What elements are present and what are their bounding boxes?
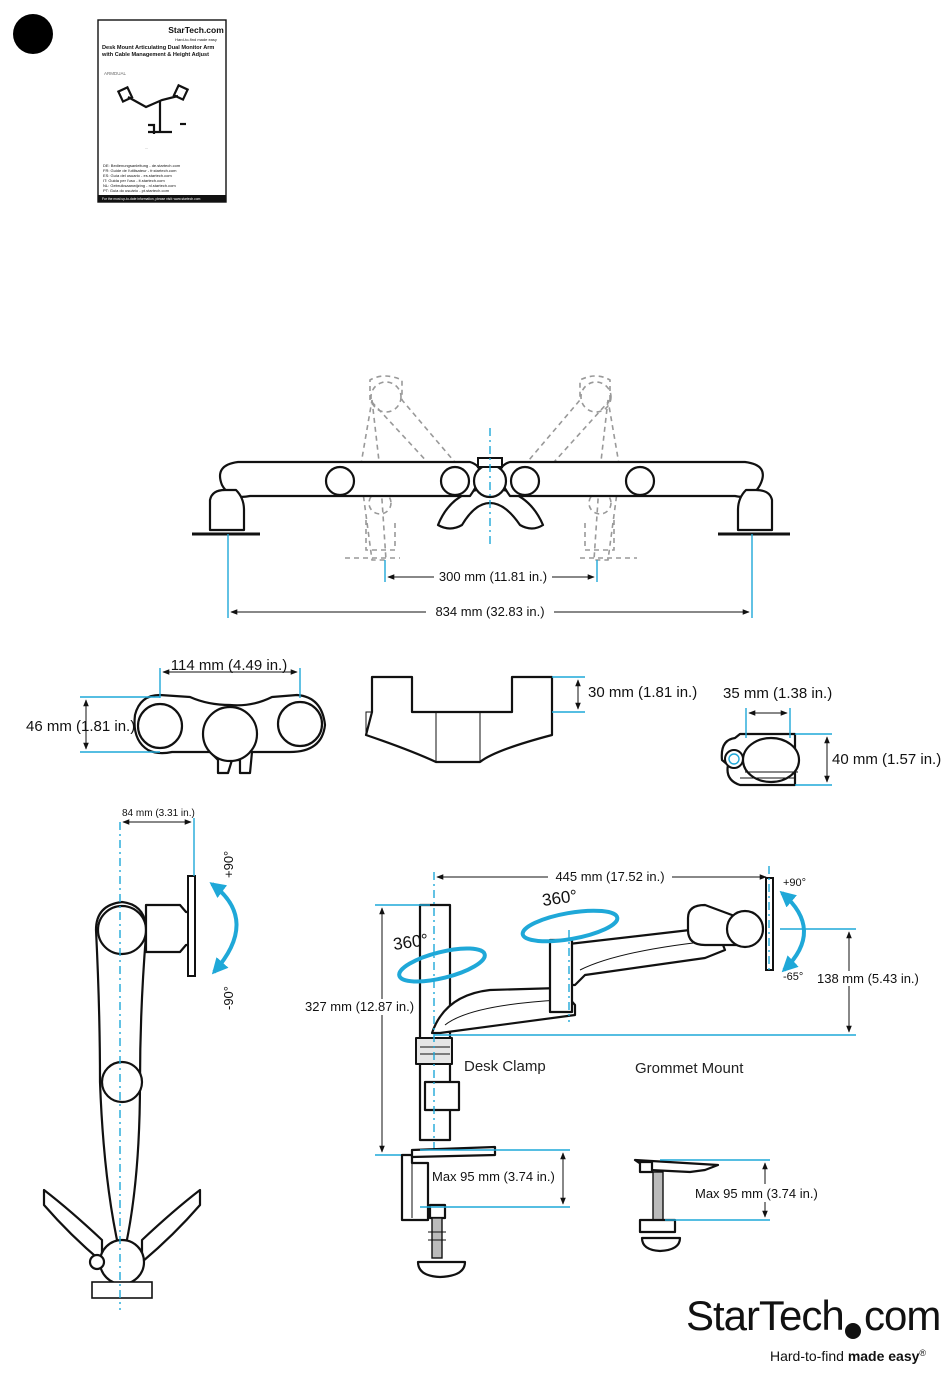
svg-text:PT: Guia do usuário - pt.start: PT: Guia do usuário - pt.startech.com (103, 188, 170, 193)
left-arm-inner-joint (439, 465, 471, 497)
arm-swivel-label: 360° (541, 886, 578, 910)
pole-height-label: 327 mm (12.87 in.) (305, 999, 414, 1014)
right-arm-joint (624, 465, 656, 497)
right-arm-inner-joint (509, 465, 541, 497)
left-arm-joint (324, 465, 356, 497)
arm-reach-label: 445 mm (17.52 in.) (555, 869, 664, 884)
left-vesa-head (208, 488, 246, 532)
ghost-arm-left (345, 375, 472, 561)
tilt-offset-label: 84 mm (3.31 in.) (122, 808, 195, 819)
hub-width-label: 114 mm (4.49 in.) (171, 657, 287, 674)
svg-text:IT: Guida per l'uso - it.start: IT: Guida per l'uso - it.startech.com (103, 178, 165, 183)
arm-side-view: 445 mm (17.52 in.) 327 mm (12.87 in.) 13… (302, 866, 942, 1160)
logo-dot (845, 1323, 861, 1339)
startech-logo: StarTech com Hard-to-find made easy® (686, 1292, 941, 1364)
head-down-label: -65° (783, 971, 803, 983)
svg-text:FR: Guide de l'utilisateur - f: FR: Guide de l'utilisateur - fr.startech… (103, 168, 177, 173)
arm-swivel-ring (520, 908, 620, 944)
cover-language-list: DE: Bedienungsanleitung - de.startech.co… (103, 163, 181, 193)
hub-height-label: 46 mm (1.81 in.) (26, 718, 135, 735)
svg-text:DE: Bedienungsanleitung - de.s: DE: Bedienungsanleitung - de.startech.co… (103, 163, 181, 168)
pole-swivel-label: 360° (392, 930, 429, 954)
cover-footer: For the most up-to-date information, ple… (102, 197, 201, 201)
cover-brand: StarTech.com (168, 25, 224, 35)
logo-brand-a: StarTech (686, 1292, 844, 1339)
head-detail: 35 mm (1.38 in.) 40 mm (1.57 in.) (720, 685, 941, 787)
desk-clamp: Max 95 mm (3.74 in.) (400, 1145, 570, 1279)
right-vesa-head (736, 488, 774, 532)
head-width-label: 35 mm (1.38 in.) (723, 685, 832, 702)
lower-arm (430, 986, 577, 1035)
dual-arm-top-view: 300 mm (11.81 in.) 834 mm (32.83 in.) (192, 375, 790, 619)
cover-tagline: Hard-to-find made easy (175, 37, 217, 42)
tilt-down-label: -90° (221, 986, 236, 1010)
cover-model: ARMDUAL (104, 71, 127, 76)
ghost-arm-right (510, 375, 637, 561)
desk-clamp-caption: Desk Clamp (464, 1058, 546, 1075)
clamp-top-detail: 30 mm (1.81 in.) (364, 675, 697, 764)
tilt-up-label: +90° (221, 851, 236, 878)
cover-title: Desk Mount Articulating Dual Monitor Arm… (102, 45, 215, 58)
page-marker (13, 14, 53, 54)
hub-detail: 114 mm (4.49 in.) 46 mm (1.81 in.) (26, 657, 327, 775)
head-up-label: +90° (783, 877, 806, 889)
logo-tagline: Hard-to-find made easy® (770, 1348, 926, 1364)
tilt-side-view: 84 mm (3.31 in.) +90° -90° (42, 808, 239, 1310)
logo-brand-b: com (864, 1292, 940, 1339)
head-height-label: 40 mm (1.57 in.) (832, 751, 941, 768)
grommet-mount: Max 95 mm (3.74 in.) (633, 1158, 818, 1253)
arm-head-joint (725, 909, 765, 949)
cover-fineprint: — (145, 146, 148, 150)
clamp-top-height-label: 30 mm (1.81 in.) (588, 684, 697, 701)
cover-arm-illustration (116, 83, 190, 134)
svg-text:ES: Guía del usuario - es.star: ES: Guía del usuario - es.startech.com (103, 173, 172, 178)
max-reach-label: 834 mm (32.83 in.) (435, 604, 544, 619)
pole-swivel-ring (397, 946, 487, 984)
arm-height-label: 138 mm (5.43 in.) (817, 971, 919, 986)
grommet-mount-caption: Grommet Mount (635, 1060, 744, 1077)
clamp-max-label: Max 95 mm (3.74 in.) (432, 1169, 555, 1184)
manual-cover: StarTech.com Hard-to-find made easy Desk… (97, 19, 227, 203)
grommet-max-label: Max 95 mm (3.74 in.) (695, 1186, 818, 1201)
min-reach-label: 300 mm (11.81 in.) (439, 569, 547, 584)
svg-text:NL: Gebruiksaanwijzing - nl.st: NL: Gebruiksaanwijzing - nl.startech.com (103, 183, 176, 188)
